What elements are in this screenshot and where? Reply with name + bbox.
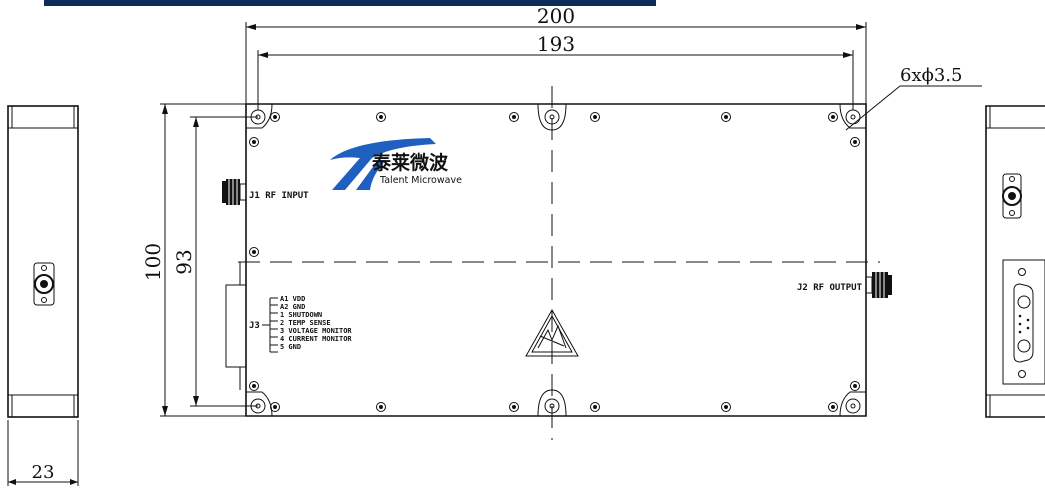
j2-label: J2 RF OUTPUT bbox=[797, 283, 863, 293]
dim-length-200: 200 bbox=[537, 4, 575, 28]
esd-warning-icon bbox=[525, 308, 579, 357]
left-side-view: 23 bbox=[7, 105, 79, 486]
pin-3: 3 VOLTAGE MONITOR bbox=[280, 327, 352, 335]
pin-a2: A2 GND bbox=[280, 303, 305, 311]
header-bar bbox=[44, 0, 656, 6]
logo-swoosh-icon bbox=[330, 138, 436, 190]
right-side-view bbox=[985, 105, 1045, 418]
side-sma-icon bbox=[1002, 173, 1022, 219]
dim-width-100: 100 bbox=[141, 243, 165, 281]
pin-1: 1 SHUTDOWN bbox=[280, 311, 322, 319]
dim-length-193: 193 bbox=[537, 32, 575, 56]
pin-2: 2 TEMP SENSE bbox=[280, 319, 331, 327]
logo-cn: 泰莱微波 bbox=[371, 151, 449, 174]
dsub-connector-icon bbox=[1002, 259, 1045, 385]
j3-label: J3 bbox=[249, 321, 260, 331]
j1-label: J1 RF INPUT bbox=[249, 191, 309, 201]
pin-4: 4 CURRENT MONITOR bbox=[280, 335, 352, 343]
dim-thickness: 23 bbox=[32, 462, 55, 483]
pin-a1: A1 VDD bbox=[280, 295, 305, 303]
screw-icon bbox=[249, 112, 860, 412]
dim-holes: 6xϕ3.5 bbox=[900, 65, 963, 86]
j3-connector-icon bbox=[225, 262, 247, 390]
logo-en: Talent Microwave bbox=[379, 175, 462, 186]
j1-connector-icon bbox=[222, 179, 247, 205]
side-connector-icon bbox=[33, 262, 55, 306]
pinout-block: J3 A1 VDD A2 GND 1 SHUTDOWN 2 TEMP SENSE… bbox=[249, 295, 352, 353]
brand-logo: 泰莱微波 Talent Microwave bbox=[330, 138, 462, 190]
dim-width-93: 93 bbox=[172, 249, 196, 274]
main-view: J1 RF INPUT J2 RF OUTPUT J3 bbox=[141, 4, 982, 440]
pin-5: 5 GND bbox=[280, 343, 301, 351]
j2-connector-icon bbox=[865, 272, 892, 298]
